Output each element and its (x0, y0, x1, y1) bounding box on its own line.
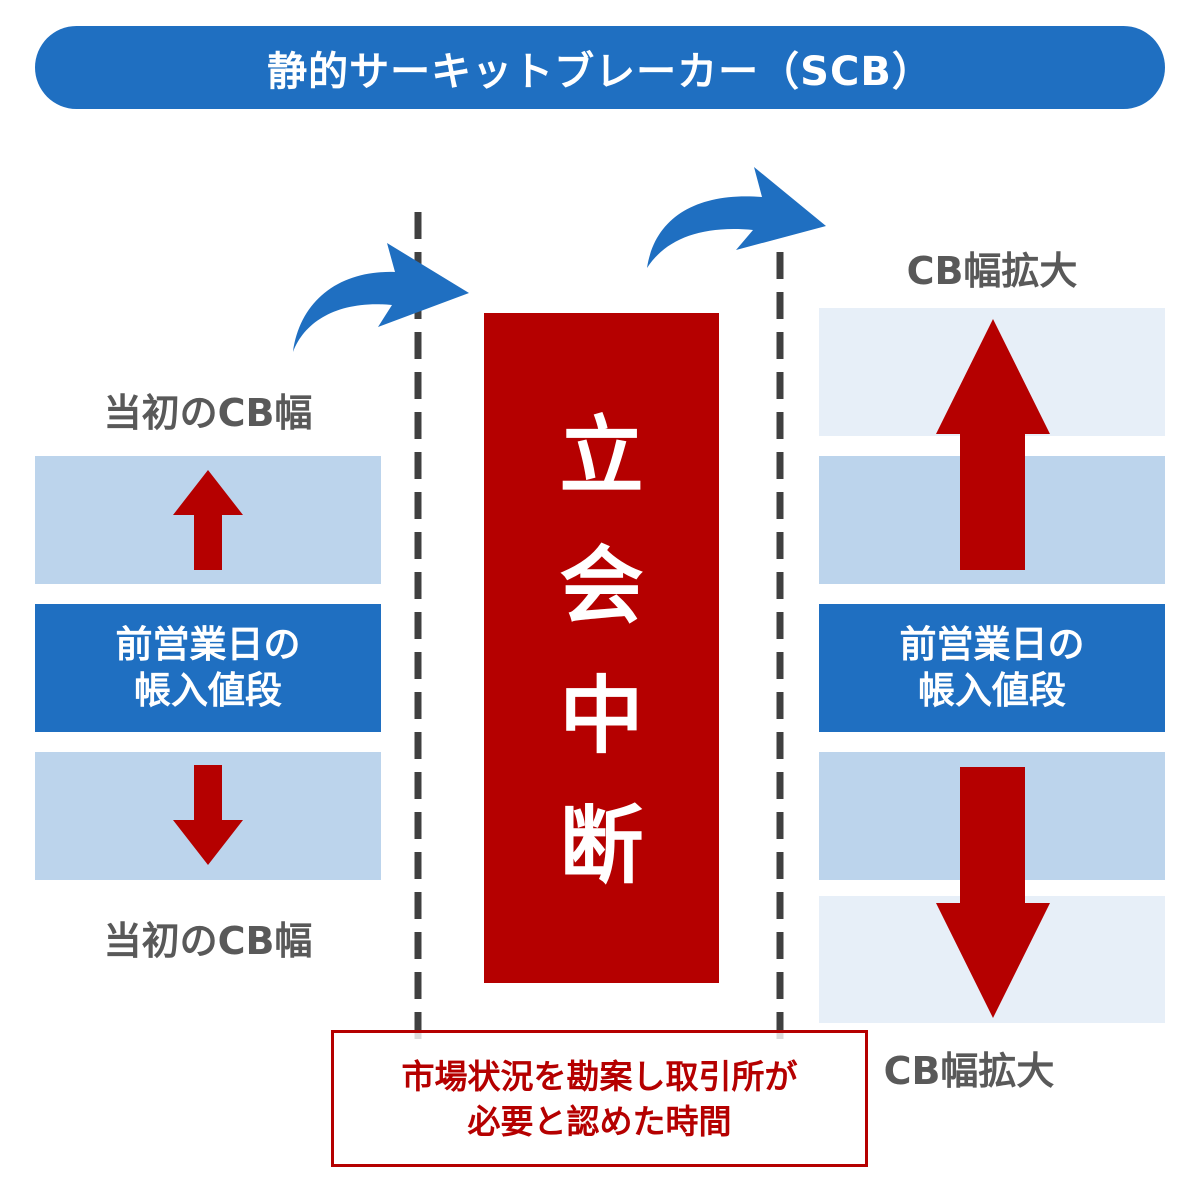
note-line-2: 必要と認めた時間 (467, 1101, 732, 1141)
page-title: 静的サーキットブレーカー（SCB） (267, 48, 933, 95)
base-price-line-1: 前営業日の (115, 623, 301, 666)
right-lower-band (819, 752, 1165, 880)
base-price-line-2: 帳入値段 (134, 669, 282, 712)
halt-char: 会 (559, 537, 644, 635)
header-banner: 静的サーキットブレーカー（SCB） (35, 26, 1165, 109)
halt-char: 断 (559, 797, 644, 895)
halt-char: 中 (559, 667, 644, 765)
base-price-line-1: 前営業日の (899, 623, 1085, 666)
curved-arrow-right-icon (647, 167, 826, 268)
trading-halt-text: 立 会 中 断 (484, 391, 719, 911)
right-expanded-lower-band (819, 896, 1165, 1023)
right-expanded-upper-band (819, 308, 1165, 436)
halt-char: 立 (559, 407, 644, 505)
base-price-line-2: 帳入値段 (918, 669, 1066, 712)
left-bottom-label: 当初のCB幅 (103, 919, 313, 963)
right-bottom-label: CB幅拡大 (883, 1049, 1055, 1093)
left-top-label: 当初のCB幅 (103, 391, 313, 435)
right-base-price-box: 前営業日の 帳入値段 (819, 604, 1165, 732)
note-line-1: 市場状況を勘案し取引所が (401, 1056, 798, 1096)
left-lower-band (35, 752, 381, 880)
left-base-price-box: 前営業日の 帳入値段 (35, 604, 381, 732)
halt-duration-note: 市場状況を勘案し取引所が 必要と認めた時間 (331, 1030, 868, 1167)
curved-arrow-right-icon (293, 243, 469, 352)
right-upper-band (819, 456, 1165, 584)
left-upper-band (35, 456, 381, 584)
trading-halt-box: 立 会 中 断 (484, 313, 719, 983)
right-top-label: CB幅拡大 (906, 249, 1078, 293)
